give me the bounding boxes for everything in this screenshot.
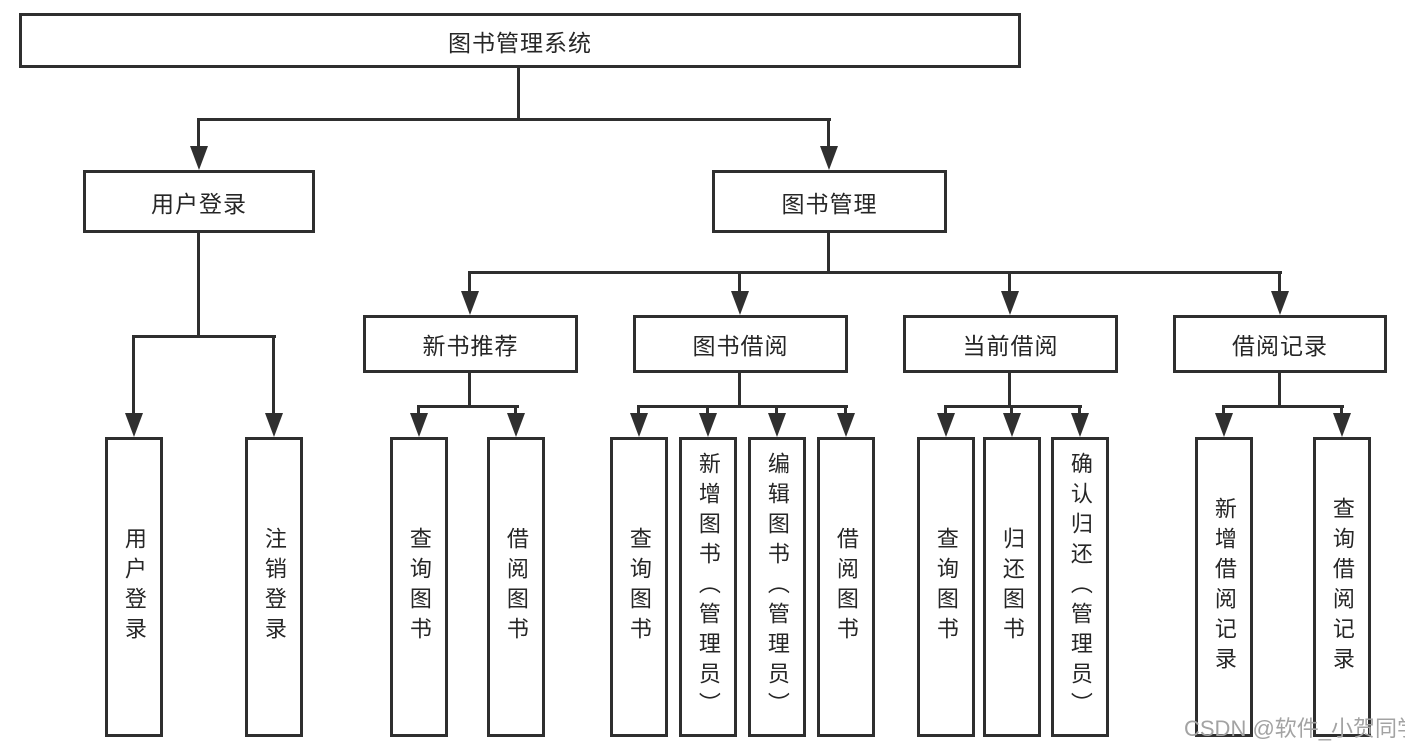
- node-library-management-system: 图书管理系统: [19, 13, 1021, 68]
- connector-line: [1008, 271, 1011, 297]
- leaf-borrow-books-recommend: 借阅图书: [487, 437, 545, 737]
- connector-line: [468, 271, 1282, 274]
- leaf-logout: 注销登录: [245, 437, 303, 737]
- arrow-down-icon: [265, 413, 283, 437]
- arrow-down-icon: [731, 291, 749, 315]
- arrow-down-icon: [1271, 291, 1289, 315]
- arrow-down-icon: [507, 413, 525, 437]
- arrow-down-icon: [1215, 413, 1233, 437]
- leaf-query-borrow-record: 查询借阅记录: [1313, 437, 1371, 737]
- node-book-management: 图书管理: [712, 170, 947, 233]
- connector-line: [1278, 271, 1281, 297]
- connector-line: [738, 271, 741, 297]
- leaf-query-books-recommend: 查询图书: [390, 437, 448, 737]
- arrow-down-icon: [190, 146, 208, 170]
- connector-line: [417, 405, 420, 417]
- arrow-down-icon: [1333, 413, 1351, 437]
- leaf-user-login: 用户登录: [105, 437, 163, 737]
- leaf-add-book-admin: 新增图书（管理员）: [679, 437, 737, 737]
- connector-line: [132, 335, 135, 415]
- connector-line: [197, 118, 831, 121]
- leaf-edit-book-admin: 编辑图书（管理员）: [748, 437, 806, 737]
- connector-line: [1008, 373, 1011, 408]
- node-book-borrowing: 图书借阅: [633, 315, 848, 373]
- arrow-down-icon: [1071, 413, 1089, 437]
- node-borrowing-records: 借阅记录: [1173, 315, 1387, 373]
- node-current-borrowing: 当前借阅: [903, 315, 1118, 373]
- connector-line: [514, 405, 517, 417]
- connector-line: [738, 373, 741, 408]
- connector-line: [468, 373, 471, 408]
- connector-line: [1340, 405, 1343, 417]
- connector-line: [944, 405, 1082, 408]
- connector-line: [468, 271, 471, 297]
- connector-line: [637, 405, 640, 417]
- connector-line: [417, 405, 519, 408]
- arrow-down-icon: [937, 413, 955, 437]
- arrow-down-icon: [125, 413, 143, 437]
- connector-line: [1010, 405, 1013, 417]
- connector-line: [827, 233, 830, 274]
- node-new-book-recommendation: 新书推荐: [363, 315, 578, 373]
- connector-line: [1278, 373, 1281, 408]
- arrow-down-icon: [1001, 291, 1019, 315]
- arrow-down-icon: [461, 291, 479, 315]
- connector-line: [827, 118, 830, 152]
- leaf-query-books-borrowing: 查询图书: [610, 437, 668, 737]
- connector-line: [706, 405, 709, 417]
- watermark-text: CSDN @软件_小贺同学: [1184, 716, 1405, 741]
- connector-line: [517, 68, 520, 121]
- connector-line: [1222, 405, 1225, 417]
- connector-line: [944, 405, 947, 417]
- connector-line: [1078, 405, 1081, 417]
- connector-line: [272, 335, 275, 415]
- leaf-return-book: 归还图书: [983, 437, 1041, 737]
- connector-line: [637, 405, 848, 408]
- connector-line: [844, 405, 847, 417]
- arrow-down-icon: [820, 146, 838, 170]
- connector-line: [197, 233, 200, 338]
- leaf-add-borrow-record: 新增借阅记录: [1195, 437, 1253, 737]
- connector-line: [1222, 405, 1344, 408]
- arrow-down-icon: [410, 413, 428, 437]
- connector-line: [197, 118, 200, 152]
- connector-line: [775, 405, 778, 417]
- leaf-confirm-return-admin: 确认归还（管理员）: [1051, 437, 1109, 737]
- leaf-query-books-current: 查询图书: [917, 437, 975, 737]
- node-user-login: 用户登录: [83, 170, 315, 233]
- connector-line: [132, 335, 276, 338]
- arrow-down-icon: [768, 413, 786, 437]
- arrow-down-icon: [1003, 413, 1021, 437]
- arrow-down-icon: [630, 413, 648, 437]
- arrow-down-icon: [837, 413, 855, 437]
- arrow-down-icon: [699, 413, 717, 437]
- leaf-borrow-books-borrowing: 借阅图书: [817, 437, 875, 737]
